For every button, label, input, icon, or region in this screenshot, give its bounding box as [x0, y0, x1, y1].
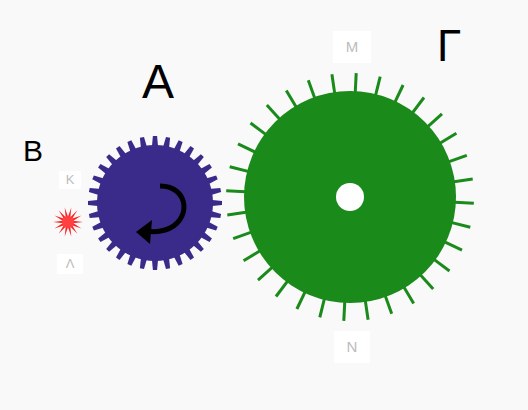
large-gear-teeth: [226, 73, 474, 321]
gear-label: Γ: [437, 24, 461, 68]
small-gear-teeth: [88, 136, 222, 270]
rotation-arrow: [148, 186, 184, 232]
gear-label: A: [142, 58, 174, 106]
light-core: [62, 216, 74, 228]
light-point: [53, 207, 83, 236]
position-tag: Λ: [57, 254, 83, 274]
large-gear: [244, 91, 456, 303]
point-label: B: [23, 136, 43, 166]
spark-ray: [53, 221, 63, 223]
position-tag: N: [334, 331, 370, 363]
gear-hole: [336, 183, 364, 211]
arrow-head: [136, 220, 152, 244]
position-tag: M: [333, 31, 371, 63]
small-gear: [97, 145, 213, 261]
position-tag: K: [59, 171, 81, 189]
spark-ray: [73, 221, 83, 223]
